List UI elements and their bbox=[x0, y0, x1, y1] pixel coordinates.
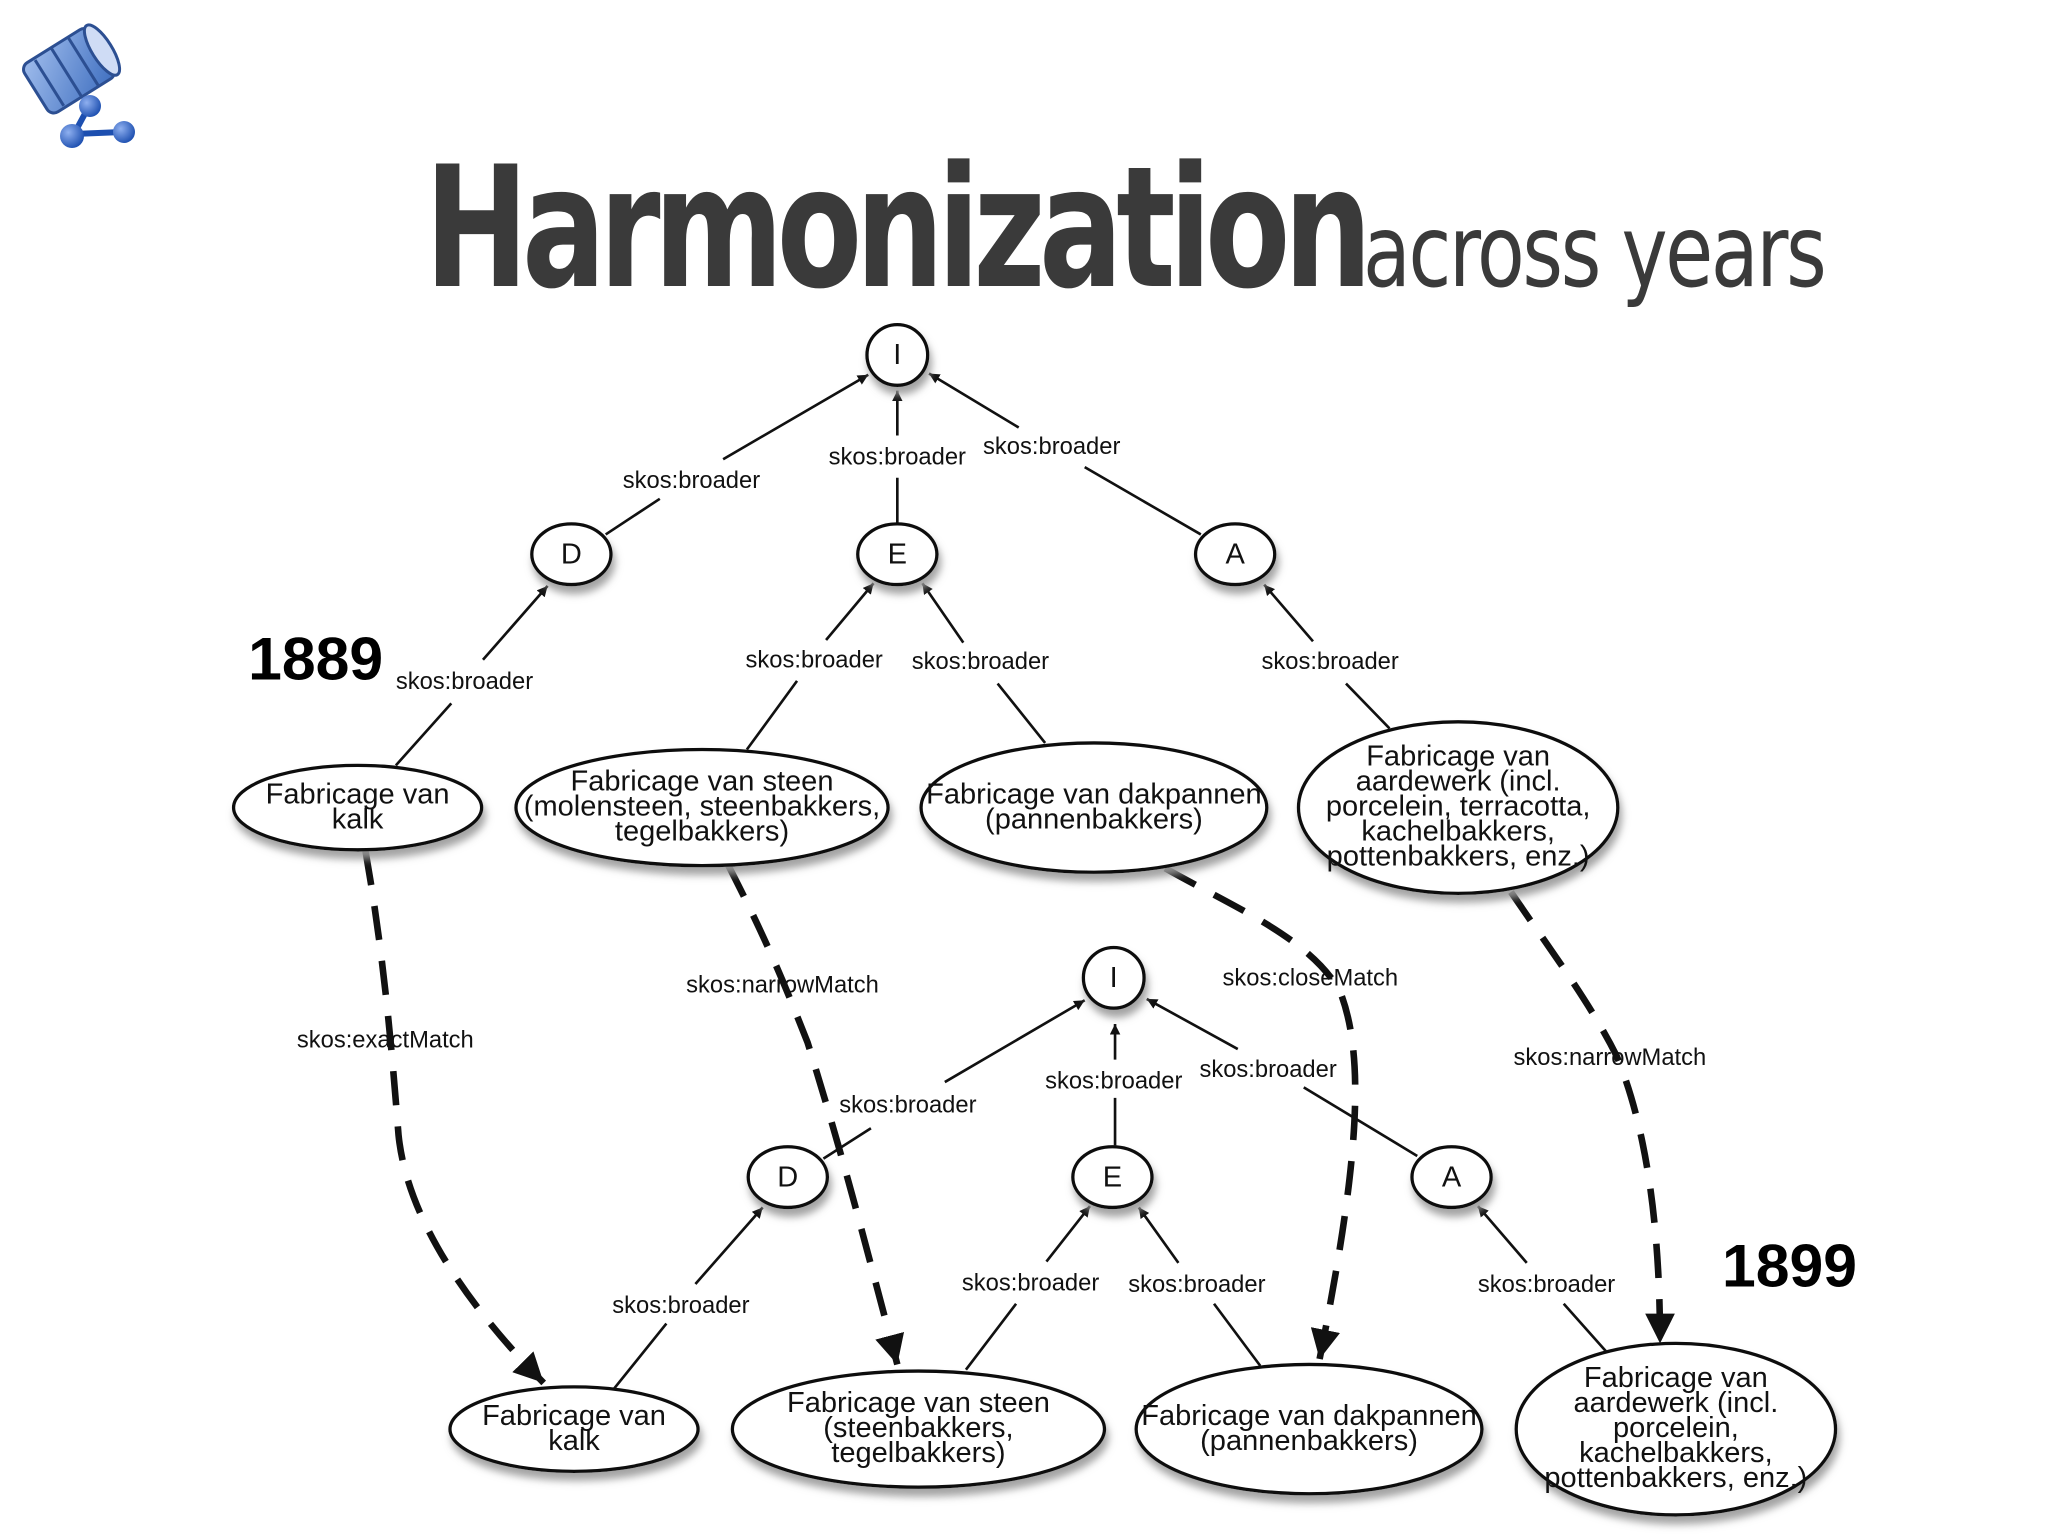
node-kalk-1899-line-2: kalk bbox=[548, 1425, 600, 1457]
node-aardewerk-1899-line-5: pottenbakkers, enz.) bbox=[1544, 1462, 1807, 1494]
narrowmatch-label-steen: skos:narrowMatch bbox=[686, 971, 879, 998]
node-d-1899-label: D bbox=[777, 1161, 798, 1193]
edge-d-to-i-1889 bbox=[604, 375, 869, 536]
title-main: Harmonization bbox=[424, 130, 1373, 326]
node-steen-1889-line-3: tegelbakkers) bbox=[615, 816, 789, 848]
edge-label-a-i-1889: skos:broader bbox=[983, 433, 1120, 460]
edge-label-a-i-1899: skos:broader bbox=[1199, 1056, 1336, 1083]
node-aardewerk-1889-line-1: Fabricage van bbox=[1366, 740, 1550, 772]
node-dakpannen-1889: Fabricage van dakpannen (pannenbakkers) bbox=[919, 741, 1269, 874]
node-kalk-1889-line-1: Fabricage van bbox=[266, 779, 450, 811]
node-aardewerk-1899-line-1: Fabricage van bbox=[1584, 1362, 1768, 1394]
year-label-1889: 1889 bbox=[248, 625, 383, 693]
database-graph-icon bbox=[22, 23, 135, 148]
edge-steen-to-e-1899 bbox=[964, 1206, 1090, 1371]
node-aardewerk-1899: Fabricage van aardewerk (incl. porcelein… bbox=[1514, 1341, 1838, 1517]
edge-aardewerk-to-a-1899 bbox=[1478, 1206, 1607, 1353]
exactmatch-label: skos:exactMatch bbox=[297, 1027, 474, 1054]
edge-aardewerk-to-a-1889 bbox=[1264, 585, 1391, 730]
edge-label-steen-e-1889: skos:broader bbox=[746, 647, 883, 674]
node-aardewerk-1889-line-3: porcelein, terracotta, bbox=[1326, 791, 1591, 823]
edge-dakpannen-to-e-1899 bbox=[1139, 1207, 1262, 1367]
narrowmatch-aardewerk-edge bbox=[1508, 890, 1675, 1344]
edge-label-e-i-1889: skos:broader bbox=[829, 443, 966, 470]
node-a-1899-label: A bbox=[1442, 1161, 1462, 1193]
node-aardewerk-1899-line-4: kachelbakkers, bbox=[1579, 1437, 1773, 1469]
node-dakpannen-1899-line-1: Fabricage van dakpannen bbox=[1141, 1400, 1477, 1432]
edges-1889 bbox=[394, 373, 1391, 767]
node-d-1889-label: D bbox=[561, 538, 582, 570]
edge-steen-to-e-1889 bbox=[745, 583, 874, 751]
node-kalk-1889: Fabricage van kalk bbox=[231, 763, 484, 852]
edge-label-aardewerk-a-1899: skos:broader bbox=[1478, 1271, 1615, 1298]
node-steen-1899-line-2: (steenbakkers, bbox=[823, 1412, 1013, 1444]
mapping-edges bbox=[362, 850, 1675, 1386]
node-i-1899: I bbox=[1081, 945, 1146, 1010]
narrowmatch-label-aardewerk: skos:narrowMatch bbox=[1514, 1044, 1707, 1071]
node-dakpannen-1899: Fabricage van dakpannen (pannenbakkers) bbox=[1134, 1362, 1484, 1496]
node-aardewerk-1889-line-5: pottenbakkers, enz.) bbox=[1327, 841, 1590, 873]
node-e-1889-label: E bbox=[888, 538, 907, 570]
node-aardewerk-1889-line-2: aardewerk (incl. bbox=[1356, 765, 1561, 797]
edge-label-dakpannen-e-1889: skos:broader bbox=[912, 648, 1049, 675]
edge-label-e-i-1899: skos:broader bbox=[1045, 1068, 1182, 1095]
node-kalk-1889-line-2: kalk bbox=[332, 804, 384, 836]
node-steen-1899-line-3: tegelbakkers) bbox=[831, 1437, 1005, 1469]
node-e-1899: E bbox=[1071, 1145, 1154, 1210]
node-d-1889: D bbox=[530, 522, 613, 587]
edge-labels-1899: skos:broader skos:broader skos:broader s… bbox=[612, 1056, 1615, 1319]
edge-label-d-i-1899: skos:broader bbox=[839, 1091, 976, 1118]
nodes-1889: I D E A Fabricage van kalk Fabricage van… bbox=[231, 322, 1620, 896]
edge-label-kalk-d-1889: skos:broader bbox=[396, 668, 533, 695]
mapping-edge-labels: skos:exactMatch skos:narrowMatch skos:cl… bbox=[297, 965, 1706, 1071]
nodes-1899: I D E A Fabricage van kalk Fabricage van… bbox=[448, 945, 1838, 1517]
closematch-dakpannen-edge bbox=[1163, 865, 1359, 1360]
edge-label-d-i-1889: skos:broader bbox=[623, 467, 760, 494]
node-aardewerk-1899-line-2: aardewerk (incl. bbox=[1573, 1387, 1778, 1419]
page-title: Harmonization across years bbox=[0, 130, 2048, 326]
edge-label-dakpannen-e-1899: skos:broader bbox=[1128, 1271, 1265, 1298]
edge-label-kalk-d-1899: skos:broader bbox=[612, 1292, 749, 1319]
node-kalk-1899: Fabricage van kalk bbox=[448, 1385, 700, 1473]
node-dakpannen-1889-line-1: Fabricage van dakpannen bbox=[926, 779, 1262, 811]
node-dakpannen-1889-line-2: (pannenbakkers) bbox=[985, 804, 1203, 836]
edge-a-to-i-1899 bbox=[1147, 999, 1418, 1158]
edge-kalk-to-d-1889 bbox=[394, 586, 548, 767]
node-steen-1889-line-2: (molensteen, steenbakkers, bbox=[524, 791, 880, 823]
edge-dakpannen-to-e-1889 bbox=[922, 583, 1047, 744]
edge-label-aardewerk-a-1889: skos:broader bbox=[1261, 648, 1398, 675]
closematch-label: skos:closeMatch bbox=[1223, 965, 1399, 992]
node-dakpannen-1899-line-2: (pannenbakkers) bbox=[1200, 1425, 1418, 1457]
node-steen-1889-line-1: Fabricage van steen bbox=[571, 765, 834, 797]
node-steen-1889: Fabricage van steen (molensteen, steenba… bbox=[514, 747, 890, 868]
edge-labels-1889: skos:broader skos:broader skos:broader s… bbox=[396, 433, 1399, 695]
title-sub: across years bbox=[1362, 193, 1827, 310]
edge-d-to-i-1899 bbox=[822, 1000, 1084, 1160]
node-a-1899: A bbox=[1410, 1145, 1493, 1210]
node-aardewerk-1899-line-3: porcelein, bbox=[1613, 1412, 1739, 1444]
node-e-1899-label: E bbox=[1103, 1161, 1122, 1193]
narrowmatch-steen-edge bbox=[725, 864, 905, 1366]
node-a-1889-label: A bbox=[1225, 538, 1245, 570]
node-a-1889: A bbox=[1193, 522, 1277, 587]
node-d-1899: D bbox=[746, 1145, 830, 1210]
edges-1899 bbox=[611, 999, 1607, 1392]
edge-kalk-to-d-1899 bbox=[611, 1207, 762, 1392]
edge-a-to-i-1889 bbox=[929, 373, 1202, 536]
edge-label-steen-e-1899: skos:broader bbox=[962, 1270, 1099, 1297]
node-i-1889-label: I bbox=[893, 339, 901, 371]
node-i-1889: I bbox=[865, 322, 930, 387]
year-label-1899: 1899 bbox=[1722, 1232, 1857, 1300]
exactmatch-kalk-edge bbox=[362, 850, 547, 1386]
node-aardewerk-1889: Fabricage van aardewerk (incl. porcelein… bbox=[1296, 720, 1620, 896]
node-i-1899-label: I bbox=[1110, 962, 1118, 994]
node-e-1889: E bbox=[856, 522, 939, 587]
node-steen-1899-line-1: Fabricage van steen bbox=[787, 1387, 1050, 1419]
node-kalk-1899-line-1: Fabricage van bbox=[482, 1400, 666, 1432]
node-steen-1899: Fabricage van steen (steenbakkers, tegel… bbox=[730, 1369, 1107, 1489]
node-aardewerk-1889-line-4: kachelbakkers, bbox=[1361, 816, 1555, 848]
